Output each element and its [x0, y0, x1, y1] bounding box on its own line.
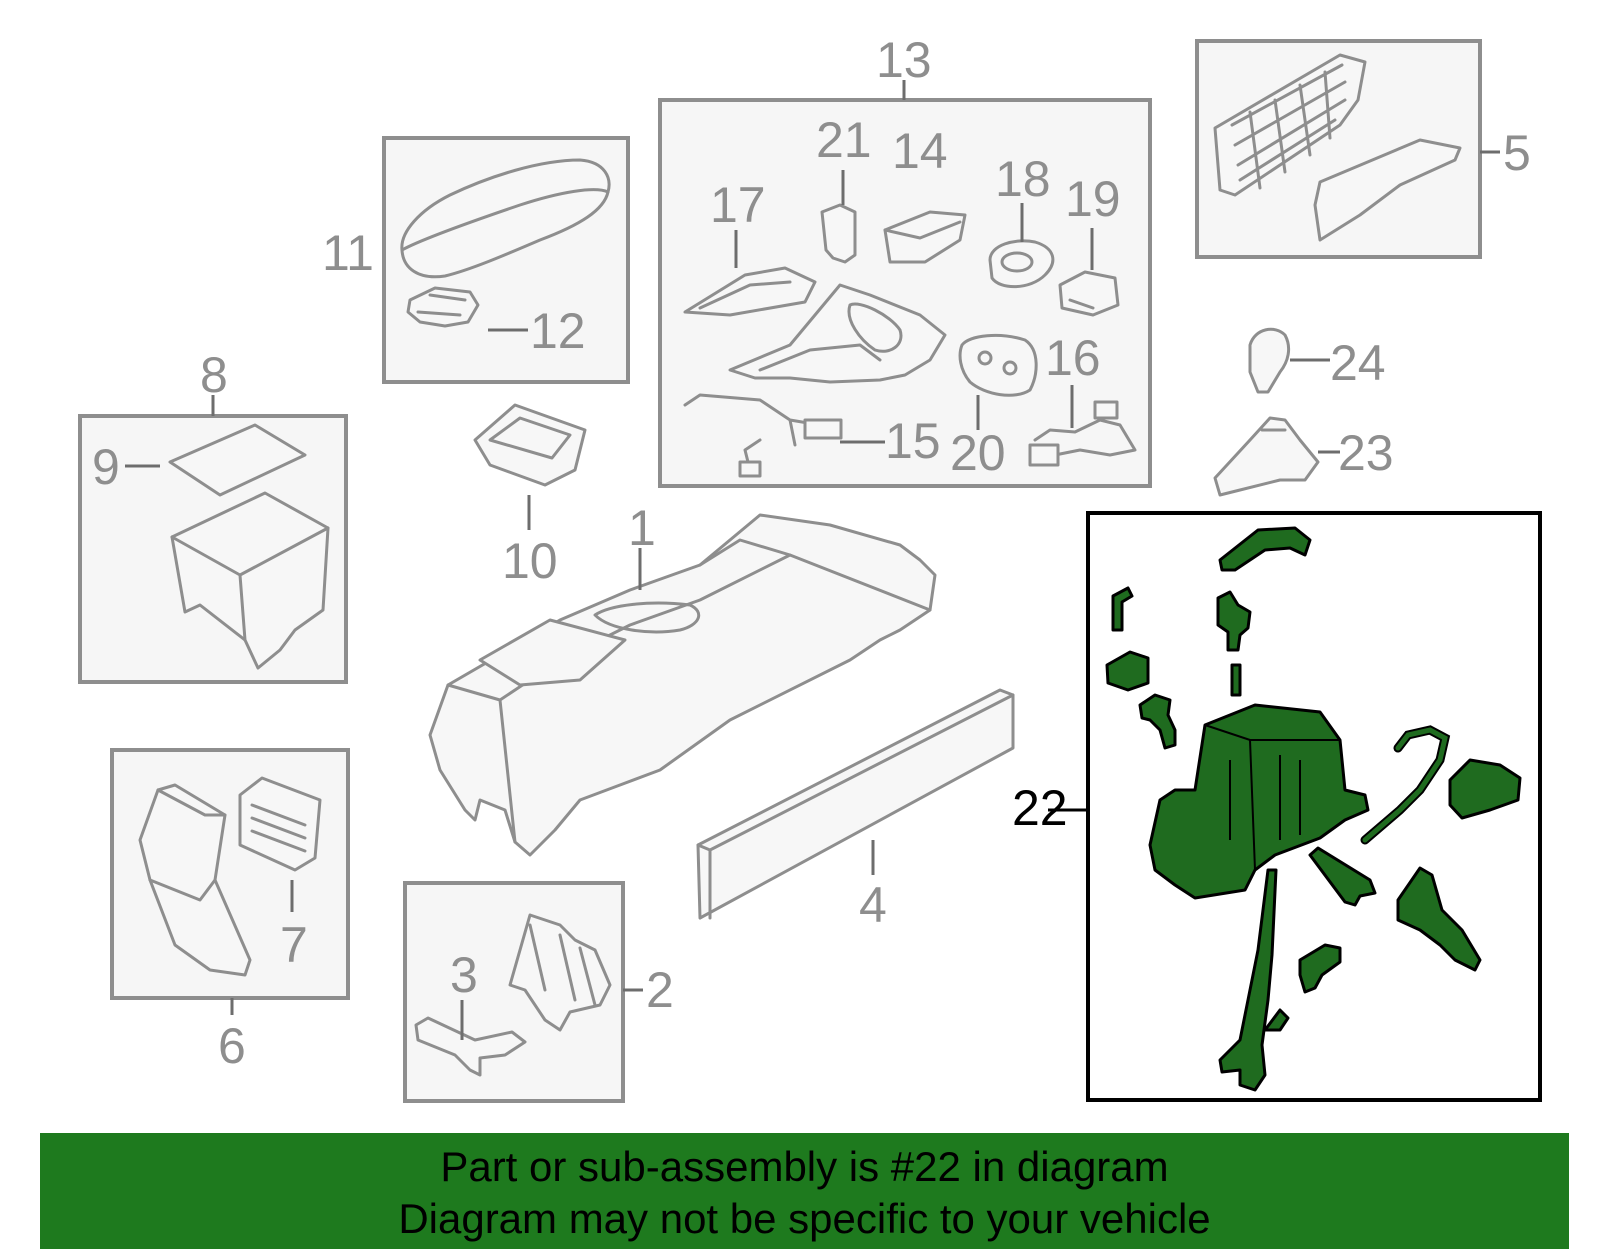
callout-14: 14: [892, 123, 948, 179]
banner-line-part-number: Part or sub-assembly is #22 in diagram: [440, 1143, 1169, 1190]
callout-3: 3: [450, 947, 478, 1003]
callout-6: 6: [218, 1018, 246, 1074]
group-rear-panel: [110, 748, 350, 1015]
callout-19: 19: [1065, 171, 1121, 227]
group-brackets: [403, 881, 643, 1103]
callout-2: 2: [646, 962, 674, 1018]
callout-13: 13: [876, 32, 932, 88]
part-shift-knob-boot: [1213, 327, 1340, 497]
callout-8: 8: [200, 347, 228, 403]
part-tray: [473, 403, 587, 530]
group-panel-5: [1195, 39, 1500, 259]
part-trim-strip: [696, 688, 1015, 920]
callout-23: 23: [1338, 425, 1394, 481]
banner-line-disclaimer: Diagram may not be specific to your vehi…: [398, 1195, 1211, 1242]
callout-9: 9: [92, 439, 120, 495]
info-banner: Part or sub-assembly is #22 in diagram D…: [40, 1133, 1569, 1249]
group-armrest: [382, 136, 630, 384]
group-switch-panel: [658, 80, 1152, 488]
callout-11: 11: [322, 225, 374, 281]
callout-5: 5: [1503, 125, 1531, 181]
group-storage-box: [78, 395, 348, 684]
callout-12: 12: [530, 303, 586, 359]
callout-22: 22: [1012, 780, 1068, 836]
callout-18: 18: [995, 151, 1051, 207]
callout-labels: 1 2 3 4 5 6 7 8 9 10 11 12 13 14 15 16 1…: [92, 32, 1531, 1074]
callout-20: 20: [950, 425, 1006, 481]
callout-15: 15: [885, 413, 941, 469]
callout-4: 4: [859, 877, 887, 933]
callout-7: 7: [280, 917, 308, 973]
part-center-console: [428, 513, 937, 857]
callout-16: 16: [1045, 330, 1101, 386]
callout-1: 1: [628, 500, 656, 556]
group-shifter-assembly: [1048, 511, 1542, 1102]
callout-10: 10: [502, 533, 558, 589]
callout-24: 24: [1330, 335, 1386, 391]
callout-21: 21: [816, 112, 872, 168]
callout-17: 17: [710, 177, 766, 233]
